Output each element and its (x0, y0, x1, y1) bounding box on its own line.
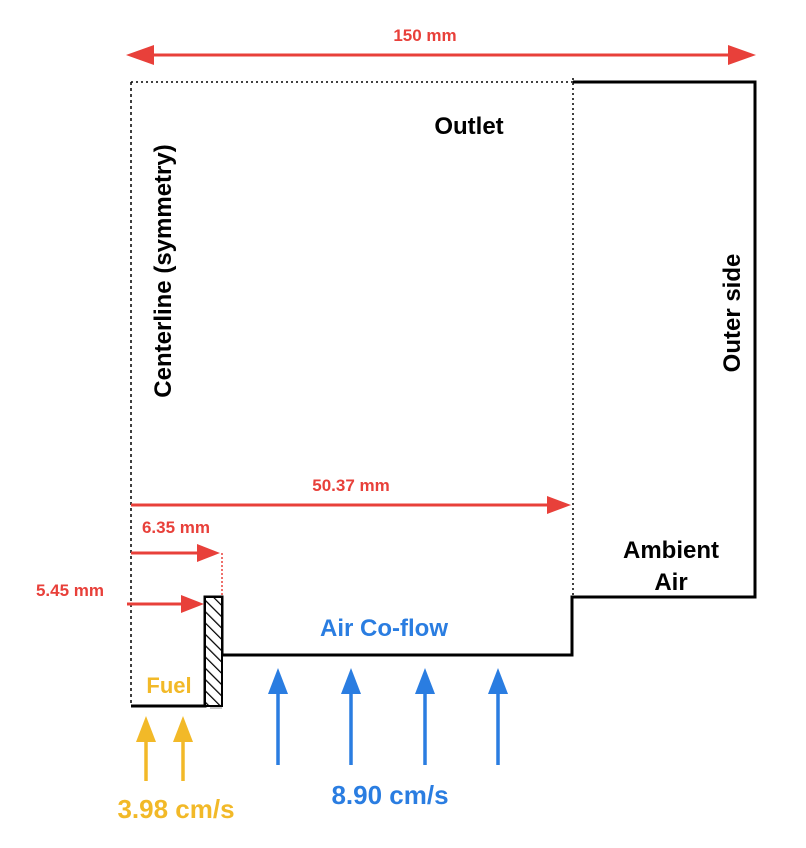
centerline-label: Centerline (symmetry) (150, 144, 177, 397)
air-arrow (488, 668, 508, 765)
air-arrow (415, 668, 435, 765)
outlet-label: Outlet (434, 113, 503, 140)
outer-side-label: Outer side (719, 254, 746, 373)
air-arrow (268, 668, 288, 765)
air-inlet-arrows (268, 668, 508, 765)
fuel-arrow (173, 716, 193, 781)
air-coflow-label: Air Co-flow (320, 615, 448, 642)
outer-radius-arrow-head (197, 544, 220, 562)
air-velocity-label: 8.90 cm/s (331, 780, 448, 810)
total-width-label: 150 mm (393, 26, 456, 45)
ambient-label-line1: Ambient (623, 537, 719, 564)
inner-radius-label: 5.45 mm (36, 581, 104, 600)
inner-radius-arrow-head (181, 595, 204, 613)
fuel-arrow (136, 716, 156, 781)
domain-boundary (131, 80, 757, 708)
fuel-label: Fuel (146, 673, 191, 698)
air-arrow (341, 668, 361, 765)
total-width-arrow-left-head (126, 45, 154, 65)
outer-radius-label: 6.35 mm (142, 518, 210, 537)
coflow-radius-label: 50.37 mm (312, 476, 390, 495)
coflow-radius-arrow-head (547, 496, 571, 514)
fuel-inlet-arrows (136, 716, 193, 781)
fuel-velocity-label: 3.98 cm/s (117, 794, 234, 824)
total-width-arrow-right-head (728, 45, 756, 65)
burner-wall (204, 596, 223, 707)
ambient-label-line2: Air (654, 569, 687, 596)
